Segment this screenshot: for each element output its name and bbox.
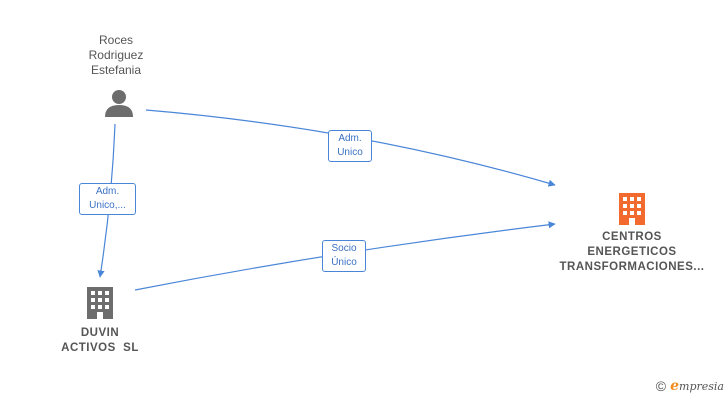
person-node-label[interactable]: Roces Rodriguez Estefania xyxy=(76,33,156,78)
centros-building-icon[interactable] xyxy=(618,192,646,226)
empresia-watermark: © empresia xyxy=(656,378,724,394)
edge-label-line: Único xyxy=(331,257,357,268)
duvin-building-icon[interactable] xyxy=(86,286,114,320)
edge-label-person-to-centros[interactable]: Adm. Unico xyxy=(328,130,372,162)
edge-label-line: Socio xyxy=(331,243,357,254)
person-name-line-2: Rodriguez xyxy=(88,48,144,62)
logo-text: mpresia xyxy=(679,380,724,393)
duvin-name-line-2: ACTIVOS SL xyxy=(61,342,139,354)
duvin-node-label[interactable]: DUVIN ACTIVOS SL xyxy=(50,326,150,356)
logo-initial: e xyxy=(670,378,680,394)
centros-name-line-1: CENTROS xyxy=(602,231,662,243)
edge-label-duvin-to-centros[interactable]: Socio Único xyxy=(322,240,366,272)
duvin-name-line-1: DUVIN xyxy=(80,327,120,339)
centros-name-line-2: ENERGETICOS xyxy=(587,246,677,258)
centros-node-label[interactable]: CENTROS ENERGETICOS TRANSFORMACIONES... xyxy=(552,230,712,275)
edge-label-line: Adm. xyxy=(95,186,120,197)
person-name-line-3: Estefania xyxy=(90,63,142,77)
person-icon[interactable] xyxy=(104,88,134,118)
edge-label-person-to-duvin[interactable]: Adm. Unico,... xyxy=(79,183,136,215)
person-name-line-1: Roces xyxy=(98,33,133,47)
edge-label-line: Unico,... xyxy=(89,200,126,211)
centros-name-line-3: TRANSFORMACIONES... xyxy=(559,261,705,273)
edge-label-line: Adm. xyxy=(338,133,362,144)
empresia-logo: empresia xyxy=(670,378,724,394)
copyright-icon: © xyxy=(655,378,667,394)
edge-label-line: Unico xyxy=(337,147,363,158)
